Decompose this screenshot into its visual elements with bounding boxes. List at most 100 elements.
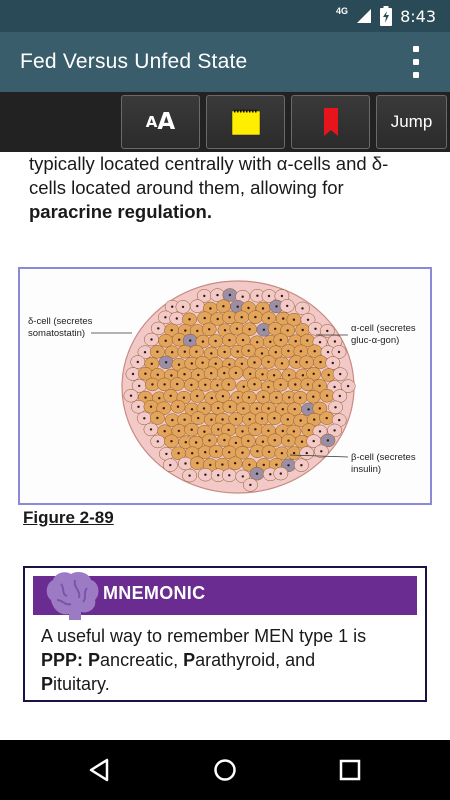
islet-illustration: δ-cell (secretes somatostatin) α-cell (s… bbox=[28, 280, 416, 494]
cell-nucleus bbox=[223, 371, 226, 375]
cell-nucleus bbox=[204, 473, 207, 476]
network-type: 4G bbox=[336, 5, 349, 16]
cell-nucleus bbox=[338, 418, 341, 422]
cell-nucleus bbox=[242, 407, 245, 410]
content-area[interactable]: typically located centrally with α-cells… bbox=[0, 152, 450, 740]
mnemonic-p1: P bbox=[88, 650, 101, 670]
cell-nucleus bbox=[204, 383, 207, 386]
cell-nucleus bbox=[234, 441, 238, 445]
bookmark-button[interactable] bbox=[291, 95, 370, 149]
cell-nucleus bbox=[288, 396, 291, 399]
cell-nucleus bbox=[241, 430, 244, 433]
figure-caption[interactable]: Figure 2-89 bbox=[23, 508, 114, 527]
cell-nucleus bbox=[247, 349, 250, 352]
cell-nucleus bbox=[312, 395, 315, 398]
note-button[interactable] bbox=[206, 95, 285, 149]
cell-nucleus bbox=[228, 405, 232, 408]
cell-nucleus bbox=[279, 472, 282, 475]
cell-nucleus bbox=[267, 317, 270, 320]
cell-nucleus bbox=[307, 408, 310, 411]
cell-nucleus bbox=[234, 371, 238, 375]
cell-nucleus bbox=[300, 440, 304, 443]
cell-nucleus bbox=[150, 338, 153, 341]
para-line-3: paracrine regulation. bbox=[29, 201, 212, 222]
cell-nucleus bbox=[287, 464, 290, 467]
sticky-note-icon bbox=[231, 109, 260, 136]
brain-icon bbox=[46, 572, 99, 620]
beta-label-line2: insulin) bbox=[351, 464, 381, 475]
font-size-label-big: A bbox=[157, 109, 176, 135]
cell-nucleus bbox=[280, 452, 284, 455]
cell-nucleus bbox=[177, 363, 181, 366]
cell-nucleus bbox=[331, 361, 334, 365]
cell-nucleus bbox=[275, 463, 278, 466]
cell-nucleus bbox=[189, 339, 192, 342]
cell-nucleus bbox=[248, 463, 251, 466]
cell-nucleus bbox=[171, 418, 174, 422]
signal-icon bbox=[357, 9, 372, 23]
cell-nucleus bbox=[164, 316, 167, 319]
cell-nucleus bbox=[129, 394, 133, 397]
cell-nucleus bbox=[325, 416, 328, 420]
reader-toolbar: A A Jump bbox=[0, 92, 450, 152]
cell-nucleus bbox=[158, 397, 161, 400]
cell-nucleus bbox=[216, 317, 219, 321]
cell-nucleus bbox=[262, 395, 265, 399]
cell-nucleus bbox=[299, 350, 303, 353]
cell-nucleus bbox=[228, 451, 231, 454]
cell-nucleus bbox=[300, 464, 303, 467]
back-icon[interactable] bbox=[85, 755, 115, 785]
cell-nucleus bbox=[150, 362, 153, 365]
cell-nucleus bbox=[298, 396, 302, 399]
cell-nucleus bbox=[269, 340, 272, 343]
cell-nucleus bbox=[314, 327, 317, 330]
recents-icon[interactable] bbox=[335, 755, 365, 785]
mnemonic-ppp: PPP bbox=[41, 650, 78, 670]
cell-nucleus bbox=[222, 305, 225, 308]
app-bar: Fed Versus Unfed State bbox=[0, 32, 450, 92]
cell-nucleus bbox=[267, 360, 270, 364]
cell-nucleus bbox=[279, 383, 282, 386]
jump-button[interactable]: Jump bbox=[376, 95, 447, 149]
battery-charging-icon bbox=[380, 6, 393, 26]
cell-nucleus bbox=[216, 384, 219, 387]
cell-nucleus bbox=[241, 295, 244, 298]
cell-nucleus bbox=[241, 475, 244, 478]
cell-nucleus bbox=[149, 405, 153, 408]
cell-nucleus bbox=[286, 418, 289, 421]
cell-nucleus bbox=[318, 341, 322, 344]
cell-nucleus bbox=[294, 340, 297, 343]
cell-nucleus bbox=[233, 462, 237, 465]
cell-nucleus bbox=[156, 373, 159, 376]
cell-nucleus bbox=[301, 307, 304, 310]
cell-nucleus bbox=[201, 340, 205, 343]
cell-nucleus bbox=[312, 372, 315, 375]
cell-nucleus bbox=[240, 362, 244, 365]
cell-nucleus bbox=[281, 408, 284, 411]
cell-nucleus bbox=[163, 430, 166, 433]
cell-nucleus bbox=[267, 429, 270, 432]
cell-nucleus bbox=[203, 430, 206, 433]
cell-nucleus bbox=[267, 450, 271, 454]
cell-nucleus bbox=[326, 439, 330, 442]
cell-nucleus bbox=[249, 483, 252, 487]
cell-nucleus bbox=[333, 385, 336, 389]
para-line-1: typically located centrally with α-cells… bbox=[29, 153, 389, 174]
cell-nucleus bbox=[281, 429, 284, 433]
home-icon[interactable] bbox=[210, 755, 240, 785]
cell-nucleus bbox=[197, 373, 200, 377]
cell-nucleus bbox=[260, 352, 264, 355]
cell-nucleus bbox=[190, 428, 193, 431]
cell-nucleus bbox=[177, 452, 180, 455]
font-size-button[interactable]: A A bbox=[121, 95, 200, 149]
cell-nucleus bbox=[196, 304, 199, 308]
cell-nucleus bbox=[136, 360, 139, 364]
mnemonic-pituitary: ituitary. bbox=[53, 674, 110, 694]
cell-nucleus bbox=[221, 463, 224, 466]
overflow-menu-icon[interactable] bbox=[410, 46, 422, 78]
cell-nucleus bbox=[197, 416, 200, 420]
cell-nucleus bbox=[262, 463, 265, 467]
cell-nucleus bbox=[228, 293, 232, 297]
islet-figure[interactable]: δ-cell (secretes somatostatin) α-cell (s… bbox=[18, 267, 432, 505]
cell-nucleus bbox=[227, 383, 230, 386]
